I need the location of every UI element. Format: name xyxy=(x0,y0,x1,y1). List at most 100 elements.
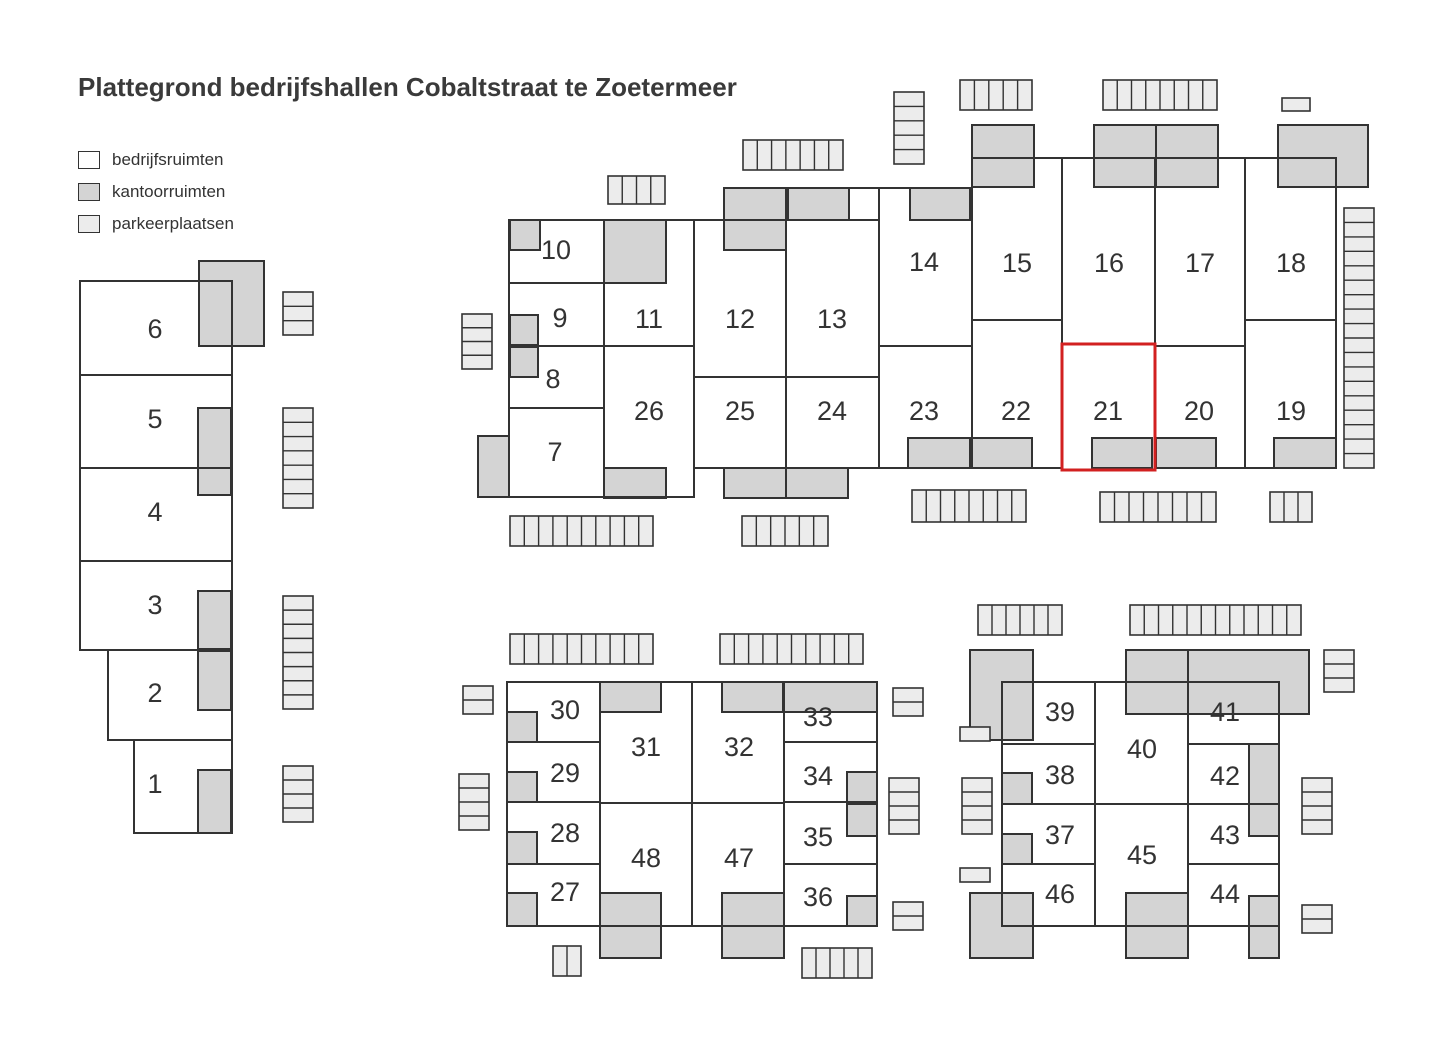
parking-strip xyxy=(1301,904,1333,934)
legend-item-business: bedrijfsruimten xyxy=(78,144,234,176)
unit-label-30: 30 xyxy=(550,695,580,725)
legend-item-parking: parkeerplaatsen xyxy=(78,208,234,240)
legend-swatch-business xyxy=(78,151,100,169)
office-block xyxy=(787,187,850,221)
parking-strip xyxy=(911,489,1027,523)
unit-label-42: 42 xyxy=(1210,761,1240,791)
parking-strip xyxy=(1301,777,1333,835)
unit-26[interactable] xyxy=(603,345,695,498)
office-block xyxy=(1277,124,1369,188)
unit-label-32: 32 xyxy=(724,732,754,762)
office-block xyxy=(1001,833,1033,865)
unit-label-4: 4 xyxy=(147,497,162,527)
parking-outline xyxy=(1269,491,1313,523)
unit-13[interactable] xyxy=(785,219,880,378)
parking-strip xyxy=(282,765,314,823)
unit-label-16: 16 xyxy=(1094,248,1124,278)
office-block xyxy=(506,711,538,743)
parking-strip xyxy=(552,945,582,977)
office-block xyxy=(1273,437,1337,469)
office-block xyxy=(909,187,971,221)
unit-label-22: 22 xyxy=(1001,396,1031,426)
parking-strip xyxy=(462,685,494,715)
parking-outline xyxy=(742,139,844,171)
unit-label-34: 34 xyxy=(803,761,833,791)
parking-strip xyxy=(607,175,666,205)
parking-outline xyxy=(801,947,873,979)
office-block xyxy=(846,895,878,927)
office-block xyxy=(1248,743,1280,805)
office-block xyxy=(1091,437,1153,469)
parking-strip xyxy=(1102,79,1218,111)
legend-swatch-parking xyxy=(78,215,100,233)
office-block xyxy=(846,771,878,803)
unit-label-36: 36 xyxy=(803,882,833,912)
business-units xyxy=(79,157,1337,927)
unit-label-1: 1 xyxy=(147,769,162,799)
parking-strip xyxy=(959,79,1033,111)
parking-outline xyxy=(282,291,314,336)
unit-label-46: 46 xyxy=(1045,879,1075,909)
unit-label-19: 19 xyxy=(1276,396,1306,426)
legend-swatch-office xyxy=(78,183,100,201)
parking-strip xyxy=(719,633,864,665)
parking-strip xyxy=(282,291,314,336)
unit-label-28: 28 xyxy=(550,818,580,848)
unit-46[interactable] xyxy=(1001,863,1096,927)
office-block xyxy=(1155,437,1217,469)
unit-label-43: 43 xyxy=(1210,820,1240,850)
unit-label-21: 21 xyxy=(1093,396,1123,426)
parking-strip xyxy=(888,777,920,835)
unit-label-9: 9 xyxy=(552,303,567,333)
office-block xyxy=(846,803,878,837)
office-block xyxy=(506,892,538,927)
legend: bedrijfsruimten kantoorruimten parkeerpl… xyxy=(78,144,234,240)
unit-48[interactable] xyxy=(599,802,693,927)
office-block xyxy=(197,407,232,496)
unit-6[interactable] xyxy=(79,280,233,376)
parking-strip xyxy=(1343,207,1375,469)
page-title: Plattegrond bedrijfshallen Cobaltstraat … xyxy=(78,72,737,102)
unit-label-11: 11 xyxy=(635,304,663,334)
office-block xyxy=(971,437,1033,469)
unit-label-24: 24 xyxy=(817,396,847,426)
parking-strip xyxy=(801,947,873,979)
office-block xyxy=(785,467,849,499)
office-block xyxy=(971,124,1035,188)
unit-label-47: 47 xyxy=(724,843,754,873)
unit-label-27: 27 xyxy=(550,877,580,907)
office-block xyxy=(509,219,541,251)
unit-label-23: 23 xyxy=(909,396,939,426)
office-block xyxy=(599,681,662,713)
unit-label-26: 26 xyxy=(634,396,664,426)
parking-strip xyxy=(959,867,991,883)
unit-label-45: 45 xyxy=(1127,840,1157,870)
parking-strip xyxy=(742,139,844,171)
parking-areas xyxy=(282,79,1375,979)
office-block xyxy=(723,467,787,499)
unit-label-3: 3 xyxy=(147,590,162,620)
office-block xyxy=(509,346,539,378)
parking-strip xyxy=(1099,491,1217,523)
office-block xyxy=(506,771,538,803)
office-block xyxy=(197,590,232,650)
unit-label-38: 38 xyxy=(1045,760,1075,790)
parking-outline xyxy=(959,867,991,883)
office-block xyxy=(477,435,510,498)
unit-label-20: 20 xyxy=(1184,396,1214,426)
unit-label-40: 40 xyxy=(1127,734,1157,764)
unit-label-48: 48 xyxy=(631,843,661,873)
parking-strip xyxy=(458,773,490,831)
parking-strip xyxy=(741,515,829,547)
unit-label-29: 29 xyxy=(550,758,580,788)
parking-strip xyxy=(977,604,1063,636)
parking-strip xyxy=(892,901,924,931)
parking-outline xyxy=(282,407,314,509)
unit-label-12: 12 xyxy=(725,304,755,334)
parking-strip xyxy=(1269,491,1313,523)
office-block xyxy=(509,314,539,346)
parking-outline xyxy=(893,91,925,165)
unit-label-10: 10 xyxy=(541,235,571,265)
parking-outline xyxy=(959,79,1033,111)
unit-label-37: 37 xyxy=(1045,820,1075,850)
